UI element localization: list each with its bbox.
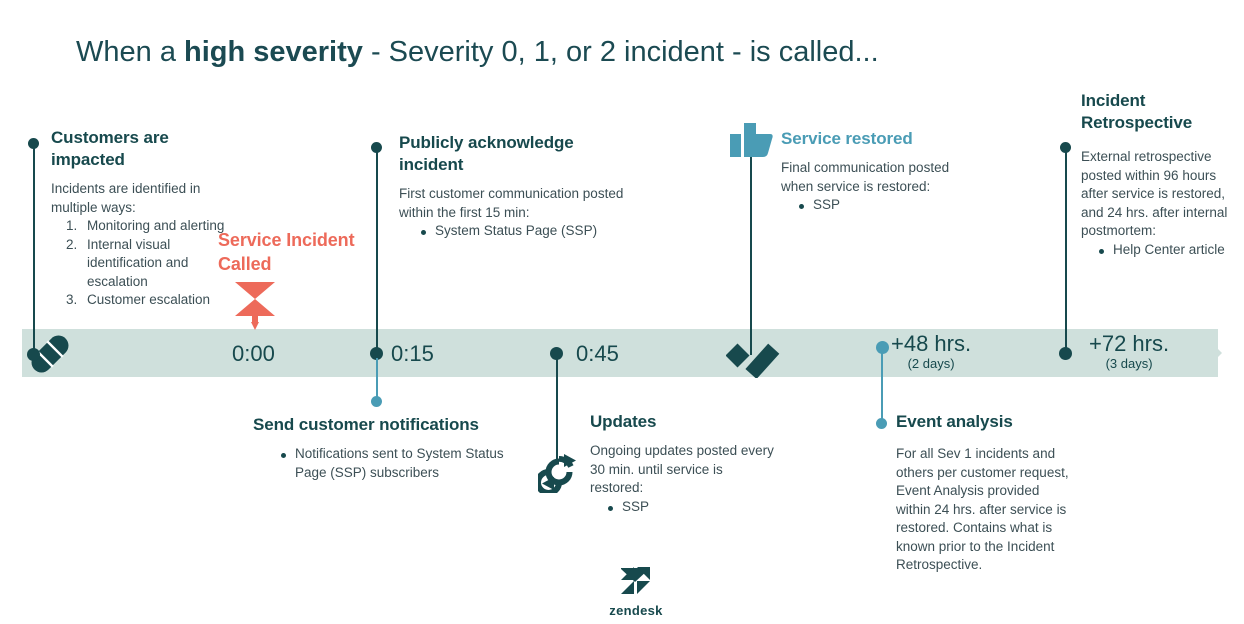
connector-dot-publicly-acknowledge-top [371, 142, 382, 153]
timeline-label-0: 0:00 [232, 343, 275, 365]
block-event-analysis: Event analysis For all Sev 1 incidents a… [896, 411, 1071, 575]
timeline-label-1: 0:15 [391, 343, 434, 365]
updates-list: SSP [590, 498, 780, 517]
customers-impacted-heading-line2: impacted [51, 150, 125, 169]
checkmark-icon [725, 330, 782, 383]
list-item: SSP [799, 196, 981, 215]
timeline-bar-arrowhead [1198, 329, 1222, 377]
timeline-label-4-sub: (3 days) [1105, 356, 1153, 371]
timeline-label-3-sub: (2 days) [907, 356, 955, 371]
publicly-acknowledge-body-line1: First customer communication posted [399, 186, 624, 201]
timeline-label-1-text: 0:15 [391, 341, 434, 366]
connector-dot-customers-impacted-top [28, 138, 39, 149]
customers-impacted-heading-line1: Customers are [51, 128, 169, 147]
updates-body: Ongoing updates posted every 30 min. unt… [590, 443, 774, 495]
customers-impacted-heading: Customers are impacted [51, 127, 226, 171]
service-incident-called-line1: Service Incident [218, 230, 355, 250]
block-publicly-acknowledge: Publicly acknowledge incident First cust… [399, 132, 649, 241]
list-item: System Status Page (SSP) [421, 222, 649, 241]
publicly-acknowledge-body-line2: within the first 15 min: [399, 204, 530, 220]
zendesk-wordmark: zendesk [609, 603, 663, 618]
list-item: Notifications sent to System Status Page… [281, 445, 513, 482]
publicly-acknowledge-heading-line1: Publicly acknowledge [399, 133, 574, 152]
customers-impacted-intro-line1: Incidents are identified in [51, 181, 201, 196]
publicly-acknowledge-body: First customer communication posted with… [399, 185, 644, 222]
service-incident-called-label: Service Incident Called [218, 228, 355, 276]
title-prefix: When a [76, 36, 184, 68]
title-bold: high severity [184, 36, 363, 68]
connector-line-event-analysis [881, 347, 883, 424]
publicly-acknowledge-list: System Status Page (SSP) [399, 222, 649, 241]
incident-retrospective-body: External retrospective posted within 96 … [1081, 149, 1228, 238]
updates-heading: Updates [590, 412, 657, 431]
connector-dot-event-analysis [876, 418, 887, 429]
timeline-label-3: +48 hrs. (2 days) [891, 331, 972, 372]
zendesk-logo: zendesk [608, 566, 664, 618]
publicly-acknowledge-heading: Publicly acknowledge incident [399, 132, 649, 176]
service-restored-body-line1: Final communication posted [781, 160, 950, 175]
refresh-icon [535, 451, 580, 498]
block-customers-impacted: Customers are impacted Incidents are ide… [51, 127, 226, 310]
send-notifications-heading: Send customer notifications [253, 415, 479, 434]
event-analysis-heading: Event analysis [896, 412, 1013, 431]
incident-retrospective-list: Help Center article [1081, 241, 1236, 260]
send-notifications-list: Notifications sent to System Status Page… [253, 445, 513, 482]
connector-dot-incident-retrospective-top [1060, 142, 1071, 153]
timeline-label-3-text: +48 hrs. [891, 331, 972, 356]
list-item: Monitoring and alerting [81, 217, 226, 236]
customers-impacted-intro: Incidents are identified in multiple way… [51, 180, 226, 217]
timeline-label-2-text: 0:45 [576, 341, 619, 366]
timeline-label-2: 0:45 [576, 343, 619, 365]
block-incident-retrospective: Incident Retrospective External retrospe… [1081, 90, 1236, 259]
customers-impacted-list: Monitoring and alerting Internal visual … [51, 217, 226, 310]
page-title: When a high severity - Severity 0, 1, or… [76, 32, 879, 72]
service-restored-heading: Service restored [781, 129, 913, 148]
connector-line-customers-impacted [33, 143, 35, 355]
timeline-bar [22, 329, 1218, 377]
incident-retrospective-heading-line2: Retrospective [1081, 113, 1193, 132]
connector-line-service-restored [750, 150, 752, 355]
customers-impacted-intro-line2: multiple ways: [51, 199, 136, 215]
service-incident-called-line2: Called [218, 254, 272, 274]
list-item: Customer escalation [81, 291, 226, 310]
hourglass-icon [232, 282, 278, 335]
title-suffix: - Severity 0, 1, or 2 incident - is call… [362, 36, 879, 68]
incident-retrospective-heading-line1: Incident [1081, 91, 1146, 110]
list-item: SSP [608, 498, 780, 517]
block-service-restored: Service restored Final communication pos… [781, 128, 981, 215]
connector-dot-72hrs-bar [1059, 347, 1072, 360]
connector-line-incident-retrospective [1065, 148, 1067, 355]
connector-dot-0-15-bar [370, 347, 383, 360]
zendesk-mark-icon [621, 567, 650, 594]
connector-line-publicly-acknowledge [376, 148, 378, 355]
service-restored-body: Final communication posted when service … [781, 159, 981, 196]
timeline-label-4: +72 hrs. (3 days) [1089, 331, 1170, 372]
connector-dot-send-notifications [371, 396, 382, 407]
list-item: Internal visual identification and escal… [81, 236, 226, 292]
connector-line-updates [556, 353, 558, 463]
timeline-label-0-text: 0:00 [232, 341, 275, 366]
event-analysis-body: For all Sev 1 incidents and others per c… [896, 446, 1069, 572]
block-updates: Updates Ongoing updates posted every 30 … [590, 411, 780, 516]
publicly-acknowledge-heading-line2: incident [399, 155, 464, 174]
block-send-notifications: Send customer notifications Notification… [253, 414, 513, 482]
connector-dot-customers-impacted-bar [27, 348, 40, 361]
connector-line-send-notifications [376, 358, 378, 402]
thumbs-up-icon [730, 123, 774, 164]
list-item: Help Center article [1099, 241, 1236, 260]
incident-retrospective-heading: Incident Retrospective [1081, 90, 1236, 134]
service-restored-body-line2: when service is restored: [781, 178, 931, 194]
service-restored-list: SSP [781, 196, 981, 215]
timeline-label-4-text: +72 hrs. [1089, 331, 1170, 356]
